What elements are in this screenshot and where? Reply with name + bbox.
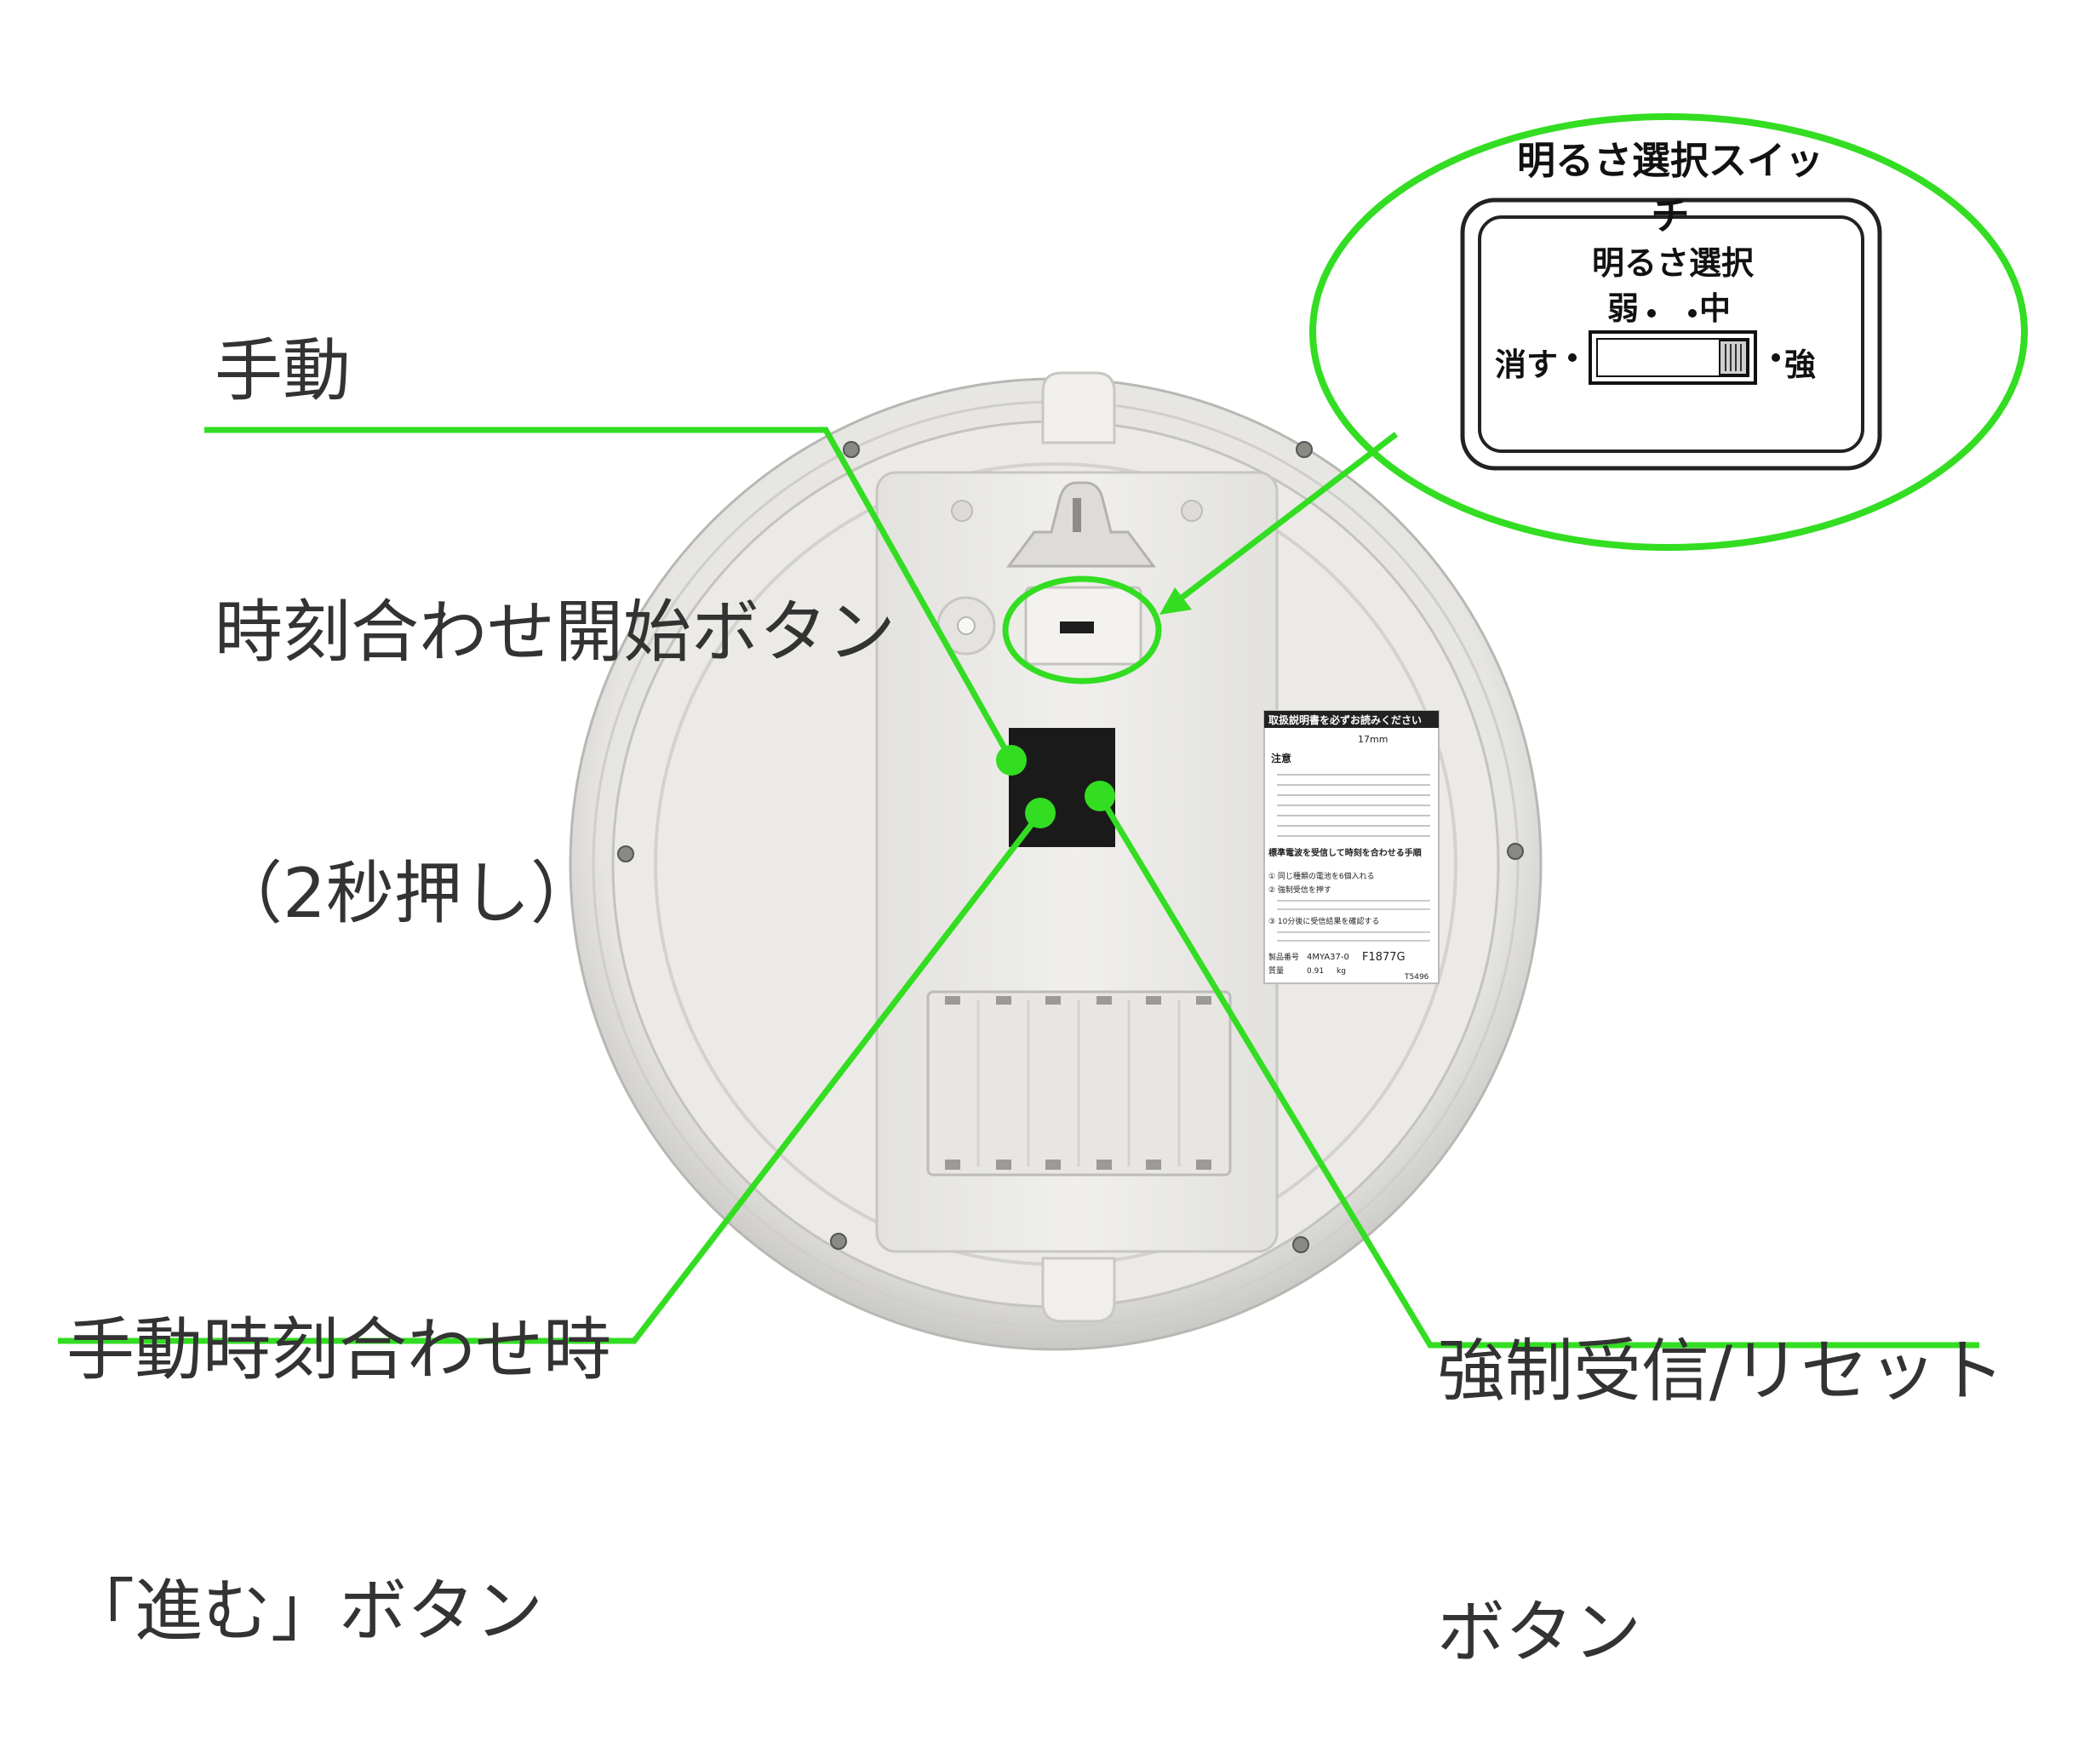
sticker-serial-label: 製品番号 [1268,952,1299,962]
switch-label-mid: 中 [1699,290,1731,327]
leader-line-reset [1097,794,1979,1349]
zoom-slide-switch-knob[interactable] [1719,340,1748,375]
top-tab [1041,371,1116,444]
callout-advance: 手動時刻合わせ時 「進む」ボタン [66,1132,611,1743]
sticker-step2: ② 強制受信を押す [1268,885,1331,895]
screw-icon [617,441,1524,1253]
callout-manual-start: 手動 時刻合わせ開始ボタン （2秒押し） [215,153,896,1025]
leader-line-manual-start [204,427,1015,762]
clock-back-illustration: 取扱説明書を必ずお読みください 注意 17mm 標準電波を受信して時刻を合わせる… [58,113,2028,1351]
callout-reset-line1: 強制受信/リセット [1437,1331,2005,1411]
callout-advance-line1: 手動時刻合わせ時 [66,1309,611,1389]
sticker-weight-label: 質量 [1268,965,1284,976]
sticker-header: 取扱説明書を必ずお読みください [1268,713,1422,726]
zoom-title: 明るさ選択スイッチ [1516,138,1824,238]
sticker-screw-size: 17mm [1358,734,1388,745]
zoom-arrow-line [1168,432,1399,609]
switch-label-off: 消す [1495,346,1558,383]
sticker-weight: 0.91 [1307,967,1324,976]
instruction-sticker: 取扱説明書を必ずお読みください 注意 17mm 標準電波を受信して時刻を合わせる… [1263,710,1440,984]
battery-compartment [926,990,1232,1177]
zoom-arrow-head-icon [1159,587,1192,615]
callout-manual-start-line1: 手動 [215,330,351,410]
switch-panel-title: 明るさ選択 [1591,244,1754,282]
callout-manual-start-line2: 時刻合わせ開始ボタン [215,592,896,672]
callout-reset: 強制受信/リセット ボタン [1437,1154,2005,1764]
sticker-code: T5496 [1404,973,1429,982]
switch-highlight-ellipse [1002,576,1162,684]
switch-label-weak: 弱 [1607,290,1639,327]
switch-label-strong: 強 [1784,346,1816,383]
callout-reset-line2: ボタン [1437,1592,1641,1672]
leader-line-advance [58,810,1043,1344]
position-dots [1568,309,1780,362]
sticker-lot: F1877G [1362,951,1406,964]
callout-manual-start-line3: （2秒押し） [215,854,598,934]
sticker-caution: 注意 [1271,752,1291,765]
sticker-serial: 4MYA37-0 [1307,953,1349,962]
sticker-step3: ③ 10分後に受信結果を確認する [1268,916,1379,926]
bottom-tab [1041,1257,1116,1323]
sticker-procedure-title: 標準電波を受信して時刻を合わせる手順 [1268,847,1423,858]
sticker-weight-unit: kg [1337,967,1346,976]
sticker-step1: ① 同じ種類の電池を6個入れる [1268,871,1375,881]
callout-advance-line2: 「進む」ボタン [66,1571,543,1651]
brightness-switch-slider[interactable] [1060,621,1094,633]
